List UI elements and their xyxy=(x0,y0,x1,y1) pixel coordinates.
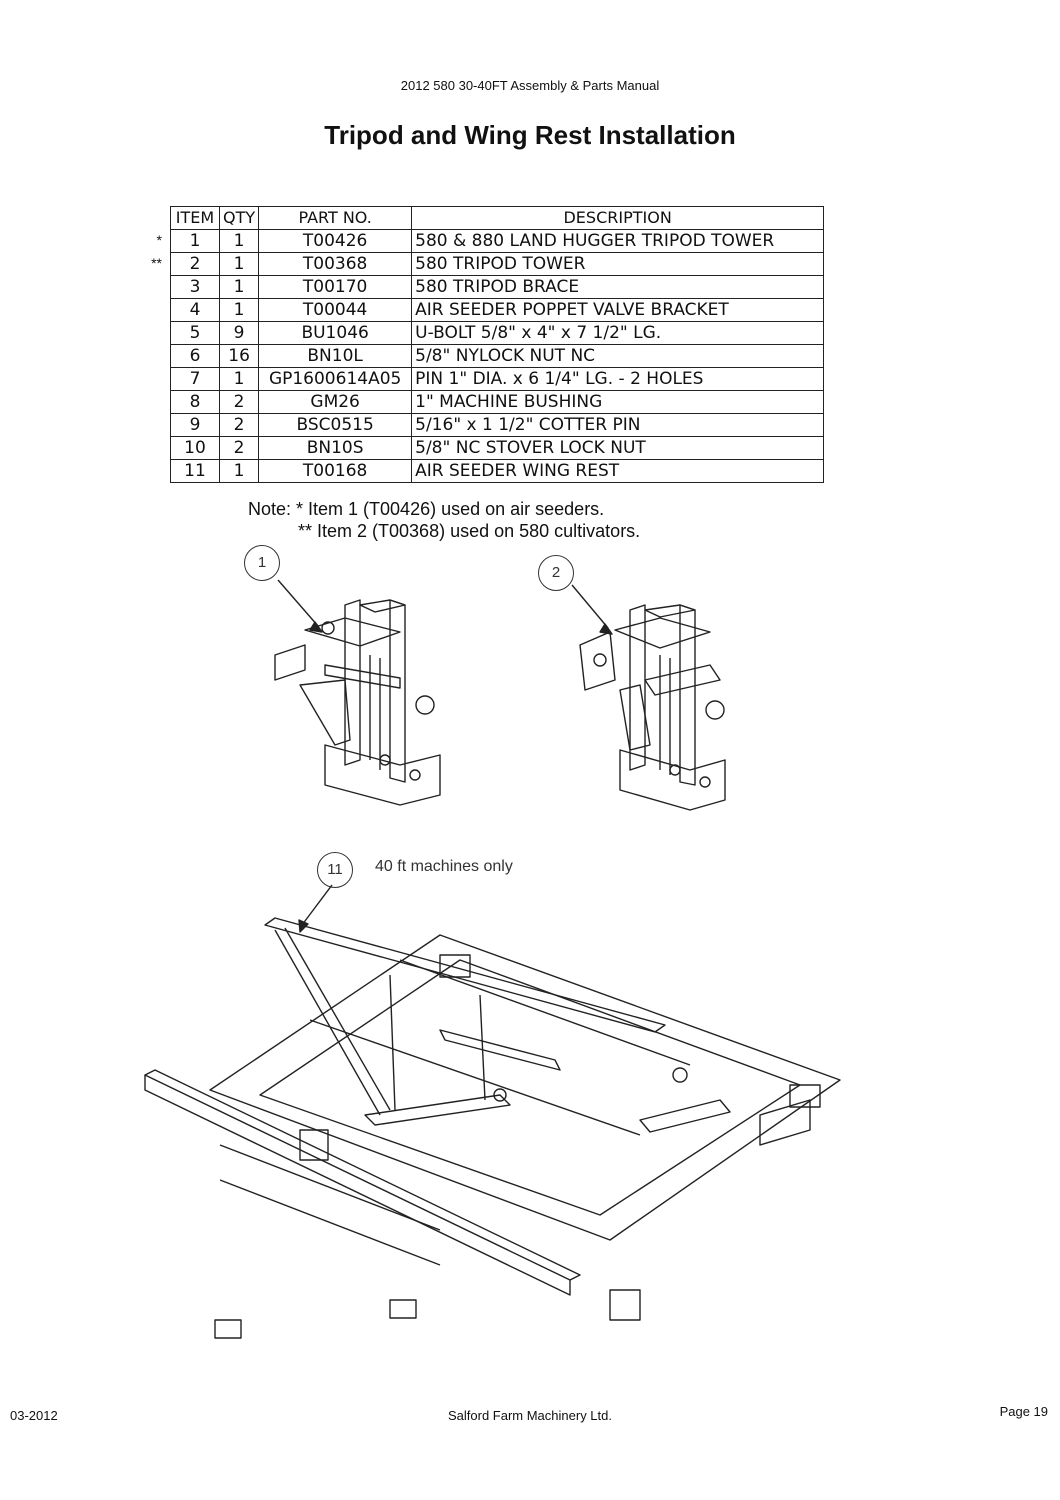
footer-date: 03-2012 xyxy=(10,1408,58,1423)
row-mark-1: * xyxy=(156,232,162,248)
document-header: 2012 580 30-40FT Assembly & Parts Manual xyxy=(400,78,660,93)
cell-item: 11 xyxy=(170,459,220,483)
cell-item: 2 xyxy=(170,252,220,276)
cell-item: 7 xyxy=(170,367,220,391)
cell-part: BN10S xyxy=(258,436,413,460)
cell-desc: 580 TRIPOD BRACE xyxy=(411,275,825,299)
note-line-1: Note: * Item 1 (T00426) used on air seed… xyxy=(248,499,605,519)
cell-part: T00426 xyxy=(258,229,413,253)
cell-item: 9 xyxy=(170,413,220,437)
cell-desc: 5/8" NYLOCK NUT NC xyxy=(411,344,825,368)
cell-qty: 1 xyxy=(218,252,260,276)
cell-part: T00170 xyxy=(258,275,413,299)
callout-2: 2 xyxy=(538,555,574,591)
row-mark-2: ** xyxy=(151,255,162,271)
cell-part: GM26 xyxy=(258,390,413,414)
cell-item: 6 xyxy=(170,344,220,368)
cell-desc: AIR SEEDER POPPET VALVE BRACKET xyxy=(411,298,825,322)
cell-item: 4 xyxy=(170,298,220,322)
footer-page-number: Page 19 xyxy=(999,1404,1048,1419)
cell-item: 10 xyxy=(170,436,220,460)
cell-qty: 1 xyxy=(218,298,260,322)
cell-item: 5 xyxy=(170,321,220,345)
tripod-tower-1-drawing xyxy=(274,579,441,806)
header-qty: QTY xyxy=(218,206,260,230)
notes: Note: * Item 1 (T00426) used on air seed… xyxy=(248,498,640,542)
cell-part: BU1046 xyxy=(258,321,413,345)
cell-part: GP1600614A05 xyxy=(258,367,413,391)
cell-qty: 2 xyxy=(218,390,260,414)
page-title: Tripod and Wing Rest Installation xyxy=(324,120,736,150)
header-part-no: PART NO. xyxy=(258,206,413,230)
cell-item: 8 xyxy=(170,390,220,414)
footer-company: Salford Farm Machinery Ltd. xyxy=(447,1408,612,1423)
cell-part: BSC0515 xyxy=(258,413,413,437)
cell-desc: 1" MACHINE BUSHING xyxy=(411,390,825,414)
note-line-2: ** Item 2 (T00368) used on 580 cultivato… xyxy=(298,521,641,541)
cell-desc: U-BOLT 5/8" x 4" x 7 1/2" LG. xyxy=(411,321,825,345)
cell-qty: 2 xyxy=(218,436,260,460)
callout-11-note: 40 ft machines only xyxy=(375,858,513,875)
cell-desc: AIR SEEDER WING REST xyxy=(411,459,825,483)
cell-qty: 1 xyxy=(218,229,260,253)
cell-desc: 5/16" x 1 1/2" COTTER PIN xyxy=(411,413,825,437)
cell-part: T00044 xyxy=(258,298,413,322)
cell-part: T00368 xyxy=(258,252,413,276)
cell-desc: 580 & 880 LAND HUGGER TRIPOD TOWER xyxy=(411,229,825,253)
cell-qty: 9 xyxy=(218,321,260,345)
cell-item: 3 xyxy=(170,275,220,299)
cell-qty: 1 xyxy=(218,459,260,483)
cell-qty: 1 xyxy=(218,367,260,391)
table-header-row: ITEM QTY PART NO. DESCRIPTION xyxy=(170,206,825,230)
cell-qty: 16 xyxy=(218,344,260,368)
tripod-tower-2-drawing xyxy=(571,584,726,811)
cell-qty: 2 xyxy=(218,413,260,437)
cell-qty: 1 xyxy=(218,275,260,299)
callout-1: 1 xyxy=(244,545,280,581)
cell-desc: PIN 1" DIA. x 6 1/4" LG. - 2 HOLES xyxy=(411,367,825,391)
callout-11: 11 xyxy=(317,852,353,888)
cell-item: 1 xyxy=(170,229,220,253)
cell-desc: 580 TRIPOD TOWER xyxy=(411,252,825,276)
cell-part: BN10L xyxy=(258,344,413,368)
header-description: DESCRIPTION xyxy=(411,206,825,230)
cell-desc: 5/8" NC STOVER LOCK NUT xyxy=(411,436,825,460)
cell-part: T00168 xyxy=(258,459,413,483)
wing-rest-frame-drawing xyxy=(144,884,841,1339)
header-item: ITEM xyxy=(170,206,220,230)
